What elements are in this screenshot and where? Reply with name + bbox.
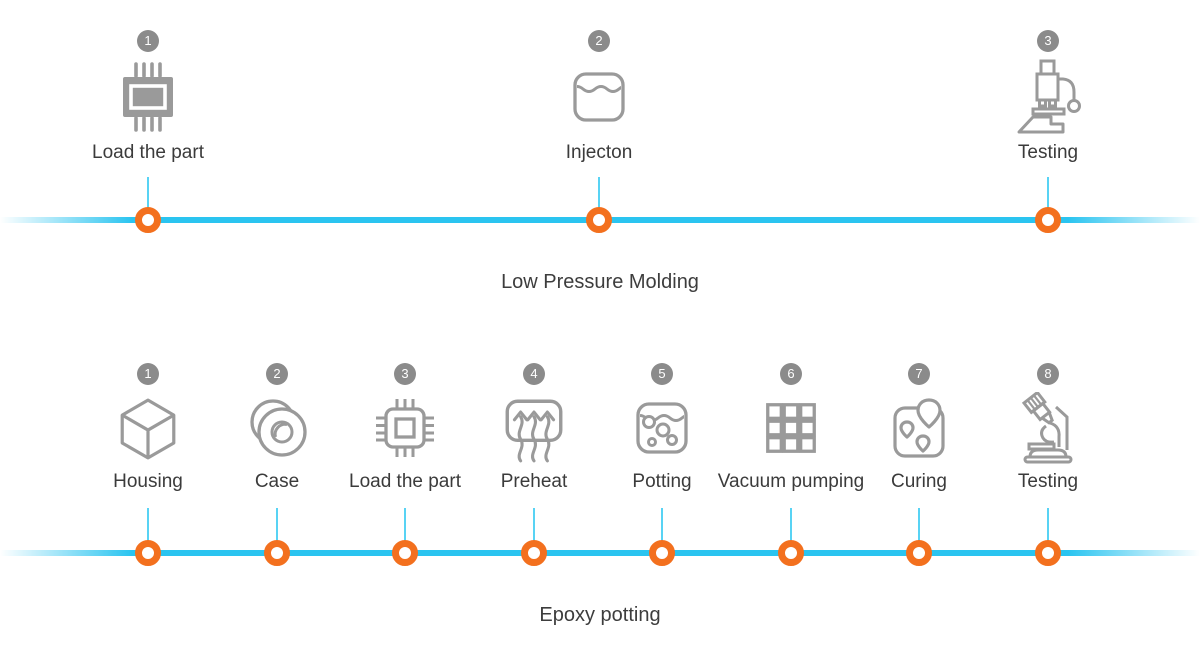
step-number-badge: 2 bbox=[266, 363, 288, 385]
case-discs-icon bbox=[245, 390, 309, 466]
step-label: Vacuum pumping bbox=[717, 471, 865, 492]
timeline-connector bbox=[598, 177, 600, 217]
step-label: Preheat bbox=[500, 471, 568, 492]
timeline-connector bbox=[276, 508, 278, 550]
timeline-title-low-pressure-molding: Low Pressure Molding bbox=[501, 271, 699, 293]
timeline-connector bbox=[404, 508, 406, 550]
step-label: Testing bbox=[1017, 142, 1079, 163]
step-label: Load the part bbox=[349, 471, 461, 492]
step-number-badge: 8 bbox=[1037, 363, 1059, 385]
liquid-container-icon bbox=[567, 57, 631, 137]
potting-container-icon bbox=[630, 390, 694, 466]
timeline-connector bbox=[790, 508, 792, 550]
step-injecton: 2 Injecton bbox=[509, 30, 689, 165]
step-number-badge: 7 bbox=[908, 363, 930, 385]
step-housing: 1 Housing bbox=[58, 363, 238, 494]
step-number-badge: 5 bbox=[651, 363, 673, 385]
microscope-tilted-icon bbox=[1016, 390, 1080, 466]
timeline-connector bbox=[1047, 508, 1049, 550]
chip-filled-icon bbox=[116, 57, 180, 137]
timeline-marker bbox=[135, 207, 161, 233]
step-number-badge: 4 bbox=[523, 363, 545, 385]
timeline-connector bbox=[1047, 177, 1049, 217]
step-case: 2 Case bbox=[187, 363, 367, 494]
grid-squares-icon bbox=[760, 390, 822, 466]
microscope-icon bbox=[1014, 57, 1082, 137]
timeline-marker bbox=[586, 207, 612, 233]
timeline-connector bbox=[661, 508, 663, 550]
step-number-badge: 3 bbox=[394, 363, 416, 385]
step-testing-bottom: 8 Testing bbox=[958, 363, 1138, 494]
step-number-badge: 1 bbox=[137, 363, 159, 385]
timeline-marker bbox=[135, 540, 161, 566]
step-potting: 5 Potting bbox=[572, 363, 752, 494]
step-load-the-part-1: 1 Load the part bbox=[58, 30, 238, 165]
step-label: Housing bbox=[113, 471, 183, 492]
step-label: Testing bbox=[1017, 471, 1079, 492]
map-pins-icon bbox=[887, 390, 951, 466]
step-label: Case bbox=[254, 471, 300, 492]
timeline-marker bbox=[1035, 207, 1061, 233]
step-number-badge: 2 bbox=[588, 30, 610, 52]
step-label: Curing bbox=[891, 471, 947, 492]
timeline-marker bbox=[649, 540, 675, 566]
timeline-marker bbox=[1035, 540, 1061, 566]
cube-icon bbox=[115, 390, 181, 466]
step-number-badge: 1 bbox=[137, 30, 159, 52]
step-load-the-part-2: 3 Load the part bbox=[315, 363, 495, 494]
timeline-marker bbox=[778, 540, 804, 566]
timeline-marker bbox=[521, 540, 547, 566]
step-curing: 7 Curing bbox=[829, 363, 1009, 494]
timeline-connector bbox=[147, 508, 149, 550]
step-label: Injecton bbox=[565, 142, 633, 163]
step-testing-top: 3 Testing bbox=[958, 30, 1138, 165]
step-vacuum-pumping: 6 Vacuum pumping bbox=[701, 363, 881, 494]
timeline-track-bottom bbox=[0, 550, 1200, 556]
chip-outline-icon bbox=[373, 390, 437, 466]
timeline-connector bbox=[147, 177, 149, 217]
timeline-title-epoxy-potting: Epoxy potting bbox=[539, 604, 661, 626]
timeline-marker bbox=[906, 540, 932, 566]
timeline-connector bbox=[533, 508, 535, 550]
heat-arrows-icon bbox=[501, 390, 567, 466]
step-label: Load the part bbox=[92, 142, 204, 163]
step-label: Potting bbox=[632, 471, 692, 492]
timeline-marker bbox=[264, 540, 290, 566]
timeline-marker bbox=[392, 540, 418, 566]
step-preheat: 4 Preheat bbox=[444, 363, 624, 494]
step-number-badge: 3 bbox=[1037, 30, 1059, 52]
timeline-connector bbox=[918, 508, 920, 550]
step-number-badge: 6 bbox=[780, 363, 802, 385]
